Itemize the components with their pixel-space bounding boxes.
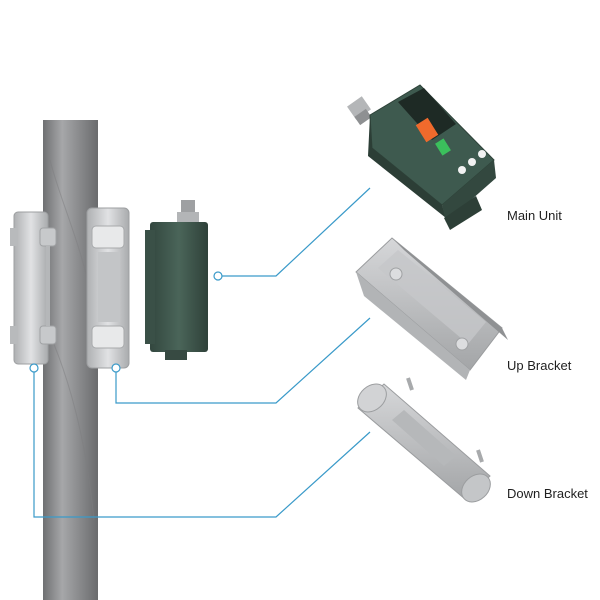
leader-line-main-unit <box>218 187 371 277</box>
main-unit-part <box>347 84 496 230</box>
anchor-main-unit <box>213 271 223 281</box>
up-bracket-installed <box>86 207 130 369</box>
label-main-unit: Main Unit <box>507 208 562 223</box>
assembled-view <box>10 120 208 600</box>
up-bracket-part <box>355 237 508 380</box>
main-unit-side-view <box>145 200 208 360</box>
leader-line-down-bracket <box>33 370 371 518</box>
label-down-bracket: Down Bracket <box>507 486 588 501</box>
anchor-up-bracket <box>111 363 121 373</box>
display-panel <box>398 88 456 140</box>
leader-lines <box>29 187 371 518</box>
anchor-down-bracket <box>29 363 39 373</box>
down-bracket-installed <box>10 211 57 365</box>
keypad-icon <box>458 150 486 174</box>
down-bracket-part <box>357 377 491 503</box>
label-up-bracket: Up Bracket <box>507 358 572 373</box>
leader-line-up-bracket <box>115 317 371 404</box>
lcd-display <box>415 117 439 143</box>
